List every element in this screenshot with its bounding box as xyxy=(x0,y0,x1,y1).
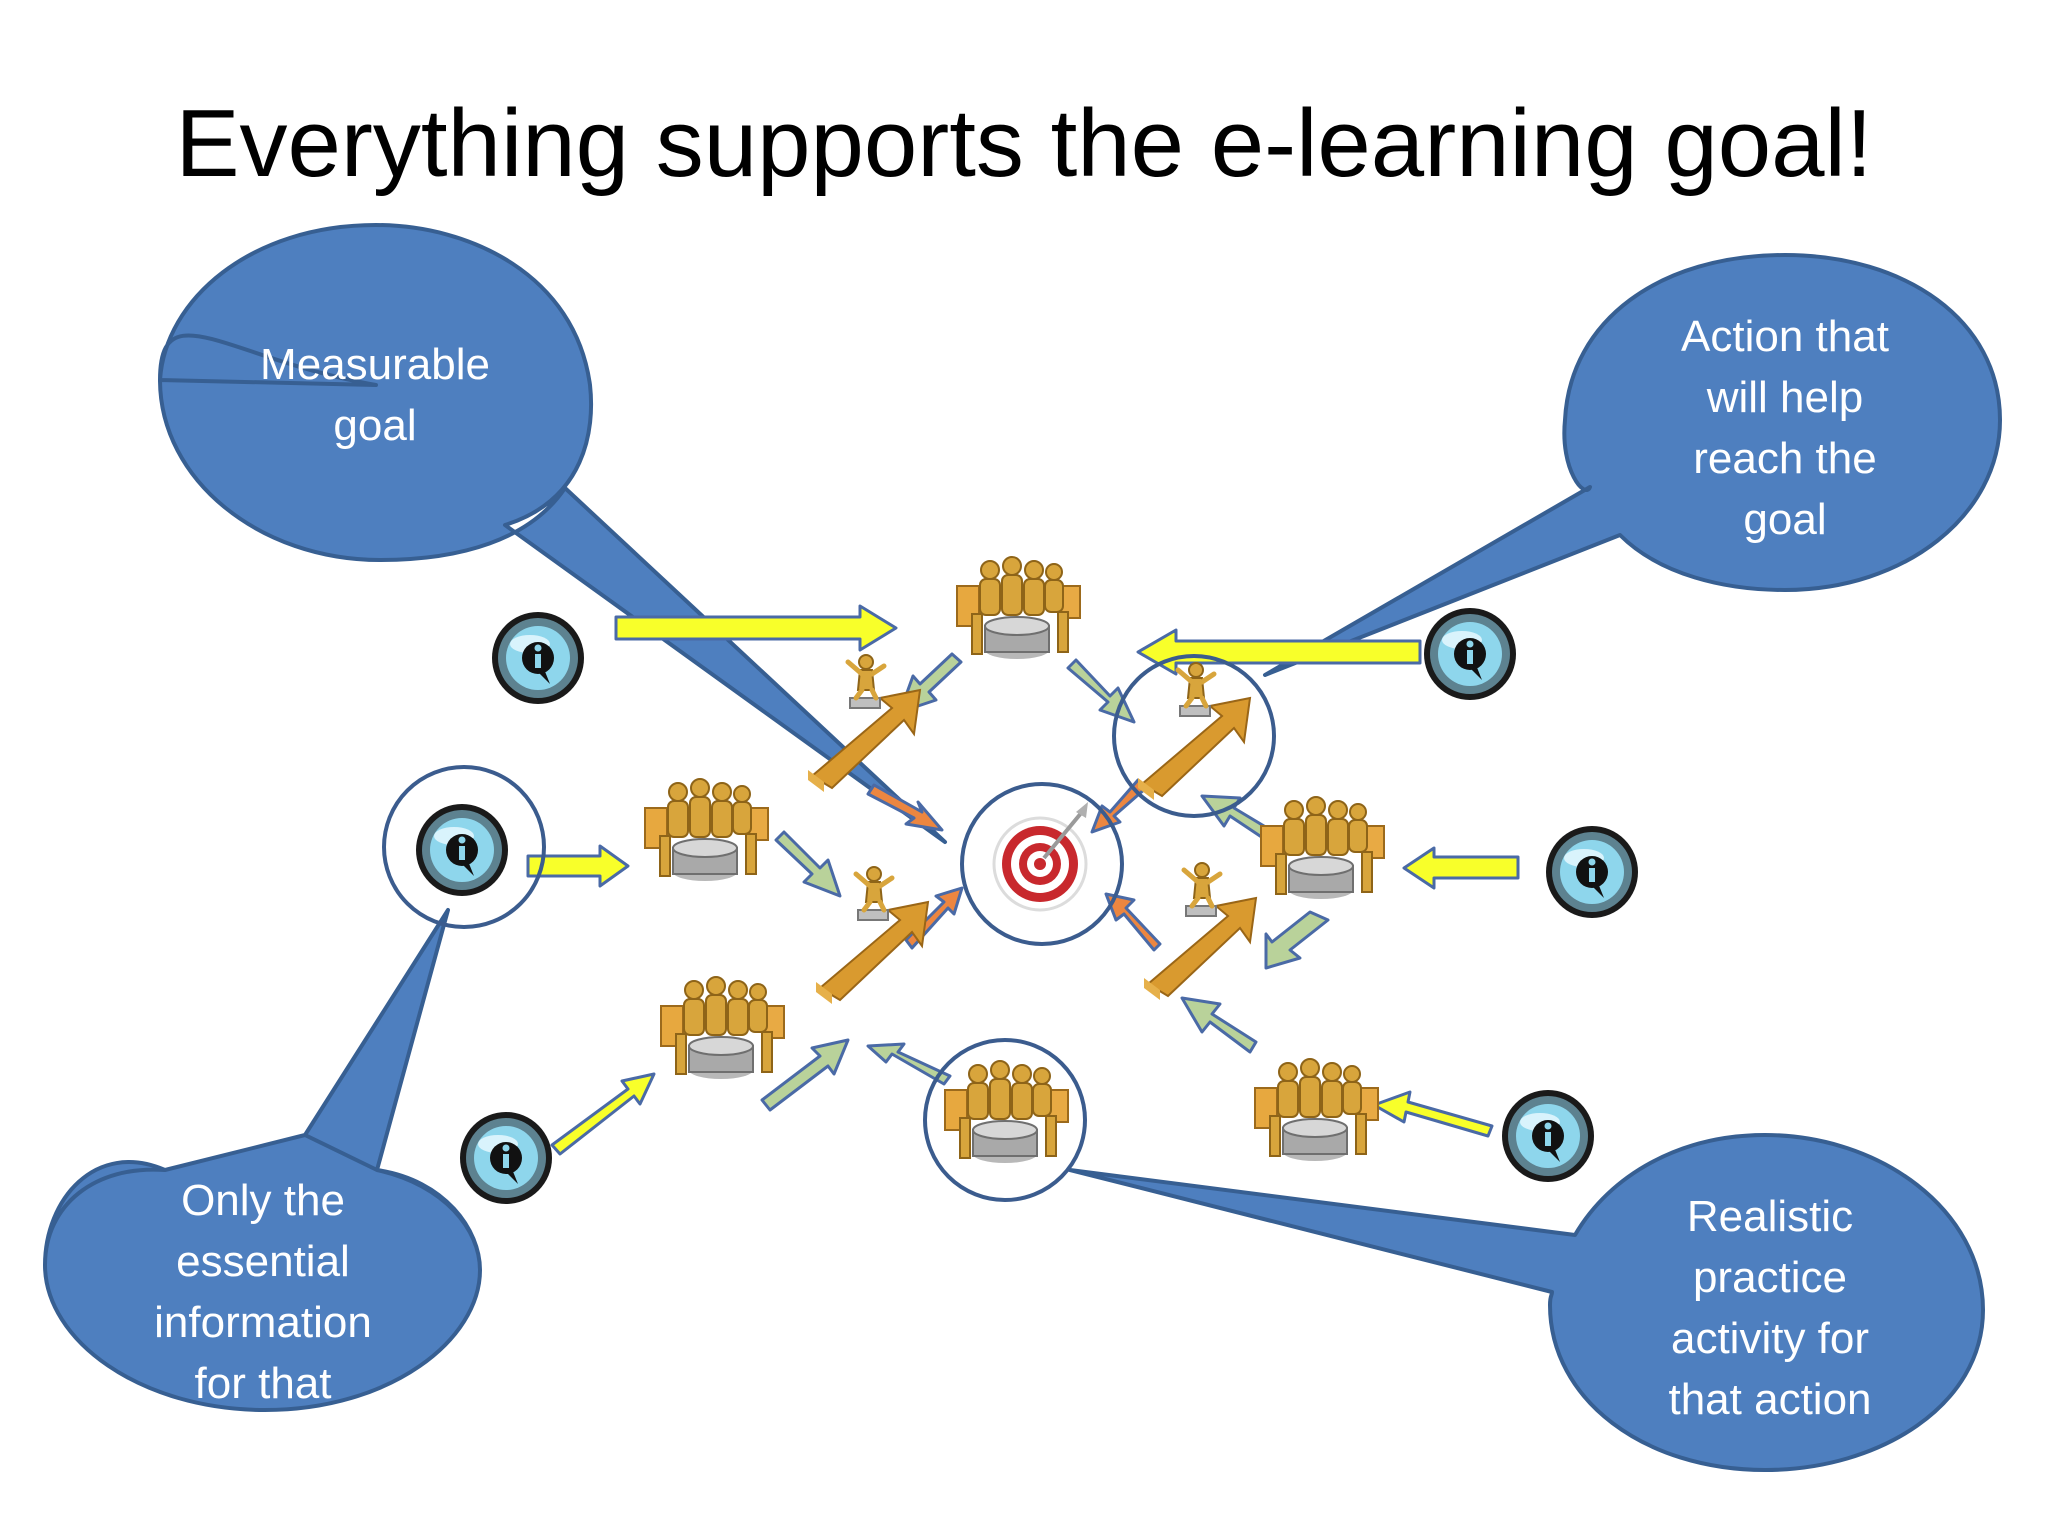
info-bubble-icon xyxy=(416,804,508,896)
team-meeting-icon xyxy=(956,556,1081,660)
callout-action-text: Action that will help reach the goal xyxy=(1681,312,1889,544)
action-arrow-top-right xyxy=(1090,778,1148,834)
callout-essential xyxy=(43,908,482,1412)
callout-action xyxy=(1263,253,2002,677)
info-bubble-icon xyxy=(1546,826,1638,918)
team-meeting-icon xyxy=(1260,796,1385,900)
info-bubble-icon xyxy=(1502,1090,1594,1182)
practice-arrow-6 xyxy=(774,830,842,898)
practice-arrow-4 xyxy=(1264,910,1330,970)
highlight-circle-action xyxy=(1112,654,1276,818)
callout-measurable-text: Measurable goal xyxy=(260,340,490,450)
callout-measurable xyxy=(158,223,947,844)
person-on-rising-arrow-icon xyxy=(1144,863,1256,1000)
callout-practice-text: Realistic practice activity for that act… xyxy=(1668,1192,1872,1424)
team-meeting-icon xyxy=(644,778,769,882)
info-arrow-mid-right xyxy=(1402,846,1520,890)
callout-essential-text: Only the essential information for that … xyxy=(154,1176,372,1469)
team-meeting-icon xyxy=(944,1060,1069,1164)
info-bubble-icon xyxy=(1424,608,1516,700)
info-arrow-low-left xyxy=(550,1072,656,1156)
practice-arrow-5 xyxy=(1180,996,1258,1054)
highlight-circle-goal xyxy=(960,782,1124,946)
action-arrow-top-left xyxy=(866,783,944,832)
highlight-circle-practice xyxy=(923,1038,1087,1202)
practice-arrow-2 xyxy=(1066,658,1136,724)
info-arrow-top-left xyxy=(614,604,898,652)
info-arrow-low-right xyxy=(1372,1090,1494,1138)
info-bubble-icon xyxy=(460,1112,552,1204)
team-meeting-icon xyxy=(660,976,785,1080)
team-meeting-icon xyxy=(1254,1058,1379,1162)
target-icon xyxy=(992,800,1090,912)
practice-arrow-7 xyxy=(760,1038,850,1112)
callout-practice xyxy=(1068,1133,1985,1472)
highlight-circle-information xyxy=(382,765,546,929)
action-arrow-bottom-right xyxy=(1104,892,1162,952)
info-bubble-icon xyxy=(492,612,584,704)
person-on-rising-arrow-icon xyxy=(1138,663,1250,800)
slide-title: Everything supports the e-learning goal! xyxy=(175,90,1873,197)
